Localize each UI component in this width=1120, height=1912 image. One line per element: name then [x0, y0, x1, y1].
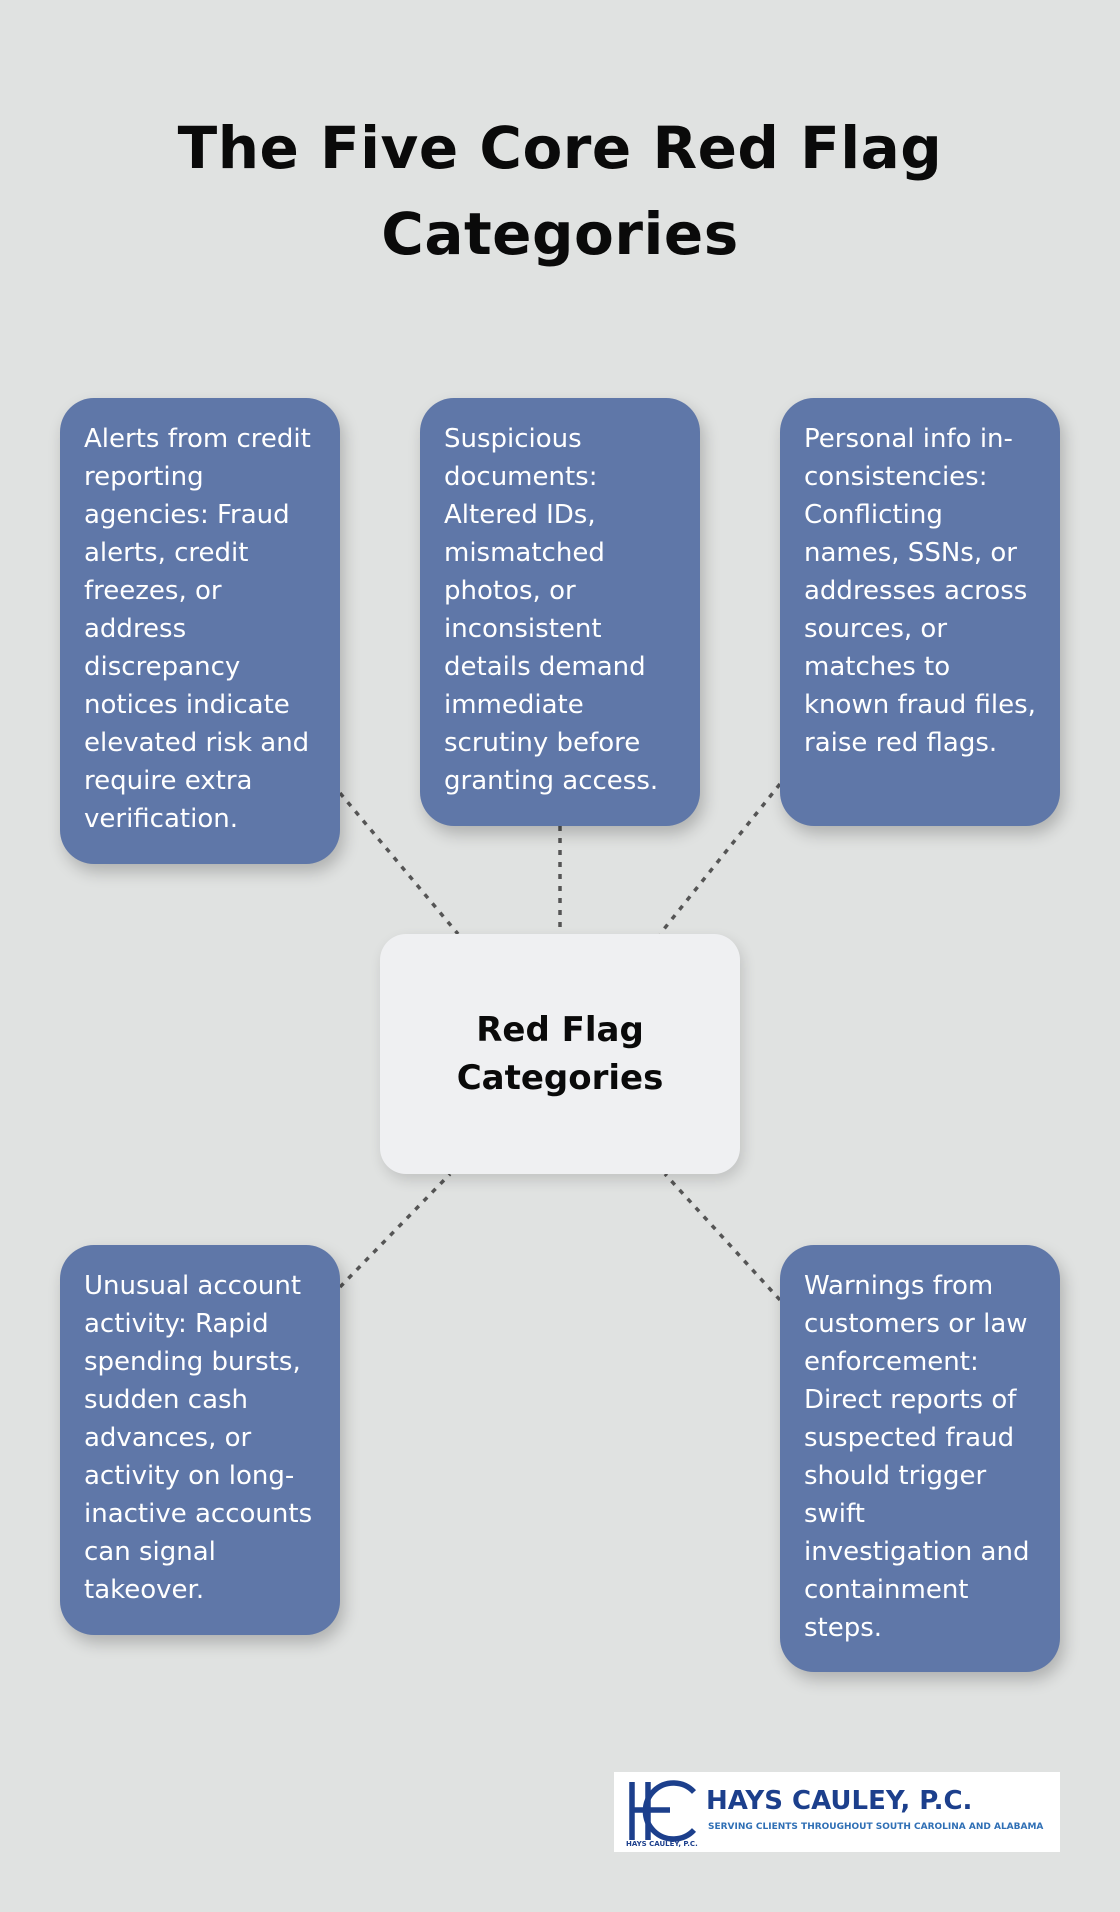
category-text: Unusual account activity: Rapid spending…	[84, 1271, 313, 1605]
category-card-personal-info: Personal info in-consistencies: Conflict…	[780, 398, 1060, 826]
connector-line-5	[663, 1172, 782, 1302]
category-text: Suspicious documents: Altered IDs, misma…	[444, 424, 659, 796]
category-card-credit-alerts: Alerts from credit reporting agencies: F…	[60, 398, 340, 864]
logo-name: HAYS CAULEY, P.C.	[706, 1786, 973, 1816]
category-text: Warnings from customers or law enforceme…	[804, 1271, 1030, 1643]
category-card-suspicious-documents: Suspicious documents: Altered IDs, misma…	[420, 398, 700, 826]
center-node: Red Flag Categories	[380, 934, 740, 1174]
page-title: The Five Core Red Flag Categories	[177, 114, 943, 268]
category-card-unusual-activity: Unusual account activity: Rapid spending…	[60, 1245, 340, 1635]
connector-line-3	[658, 782, 782, 936]
logo-small-text: HAYS CAULEY, P.C.	[626, 1840, 698, 1848]
center-label: Red Flag Categories	[456, 1010, 664, 1098]
category-text: Personal info in-consistencies: Conflict…	[804, 424, 1036, 758]
category-text: Alerts from credit reporting agencies: F…	[84, 424, 311, 834]
category-card-warnings: Warnings from customers or law enforceme…	[780, 1245, 1060, 1672]
connector-line-4	[338, 1172, 452, 1289]
logo-tagline: SERVING CLIENTS THROUGHOUT SOUTH CAROLIN…	[708, 1822, 1044, 1832]
company-logo: HAYS CAULEY, P.C. SERVING CLIENTS THROUG…	[614, 1772, 1060, 1852]
hc-monogram-icon	[629, 1780, 697, 1842]
